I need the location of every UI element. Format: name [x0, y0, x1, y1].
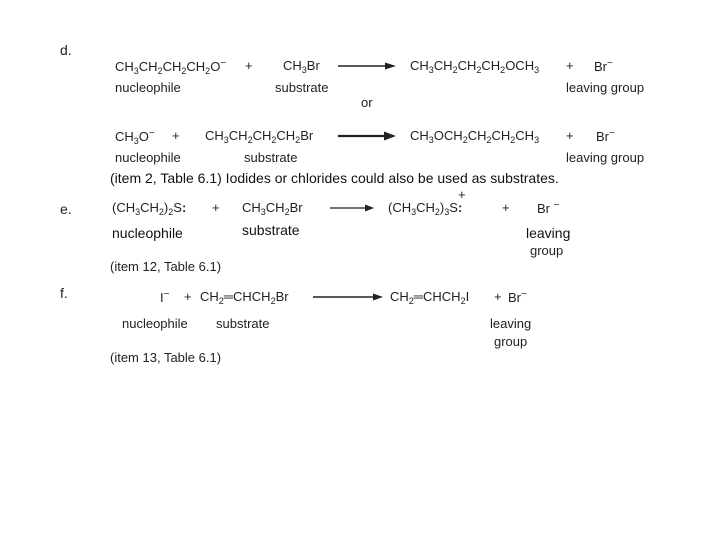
d-row2-leaving-group: Br− — [596, 128, 615, 144]
e-product-charge: + — [458, 187, 466, 202]
d-row2-reaction-arrow — [338, 131, 396, 141]
e-substrate-label: substrate — [242, 222, 300, 238]
d-row1-plus2: + — [566, 58, 574, 73]
e-nucleophile-label: nucleophile — [112, 225, 183, 241]
d-row1-nucleophile-label: nucleophile — [115, 80, 181, 95]
f-leaving-label-2: group — [494, 334, 528, 349]
f-leaving-group: Br− — [508, 289, 527, 305]
f-leaving-label-1: leaving — [490, 316, 532, 331]
f-reaction-arrow — [313, 293, 383, 301]
d-row2-nucleophile: CH3O− — [115, 128, 155, 146]
d-row2-plus2: + — [566, 128, 574, 143]
d-row1-leaving-label: leaving group — [566, 80, 645, 95]
e-substrate: CH3CH2Br — [242, 200, 303, 217]
f-note: (item 13, Table 6.1) — [110, 350, 222, 365]
f-substrate-label: substrate — [216, 316, 270, 331]
f-nucleophile-label: nucleophile — [122, 316, 188, 331]
e-leaving-label-2: group — [530, 243, 564, 258]
e-plus2: + — [502, 200, 510, 215]
d-row2-substrate: CH3CH2CH2CH2Br — [205, 128, 314, 145]
d-row1-reaction-arrow — [338, 62, 396, 70]
e-product: (CH3CH2)3S: — [388, 200, 463, 217]
d-row1-product: CH3CH2CH2CH2OCH3 — [410, 58, 540, 75]
f-substrate: CH2═CHCH2Br — [200, 289, 289, 306]
d-row1-nucleophile: CH3CH2CH2CH2O− — [115, 58, 227, 76]
d-row1-substrate-label: substrate — [275, 80, 329, 95]
f-plus: + — [184, 289, 192, 304]
e-leaving-label-1: leaving — [526, 225, 571, 241]
e-leaving-group: Br − — [537, 200, 560, 216]
d-row2-nucleophile-label: nucleophile — [115, 150, 181, 165]
e-reaction-arrow — [330, 204, 374, 212]
d-row1-plus: + — [245, 58, 253, 73]
d-or-text: or — [361, 95, 373, 110]
section-e-label: e. — [60, 201, 72, 217]
e-plus: + — [212, 200, 220, 215]
d-row2-product: CH3OCH2CH2CH2CH3 — [410, 128, 540, 145]
d-row1-leaving-group: Br− — [594, 58, 613, 74]
f-product: CH2═CHCH2I — [390, 289, 470, 306]
d-row1-substrate: CH3Br — [283, 58, 320, 75]
d-row2-plus: + — [172, 128, 180, 143]
d-row2-leaving-label: leaving group — [566, 150, 645, 165]
f-nucleophile: I− — [160, 289, 170, 305]
d-row2-substrate-label: substrate — [244, 150, 298, 165]
section-f-label: f. — [60, 285, 68, 301]
section-d-label: d. — [60, 42, 72, 58]
e-nucleophile: (CH3CH2)2S: — [112, 200, 187, 217]
d-note: (item 2, Table 6.1) Iodides or chlorides… — [110, 170, 559, 186]
e-note: (item 12, Table 6.1) — [110, 259, 222, 274]
f-plus2: + — [494, 289, 502, 304]
